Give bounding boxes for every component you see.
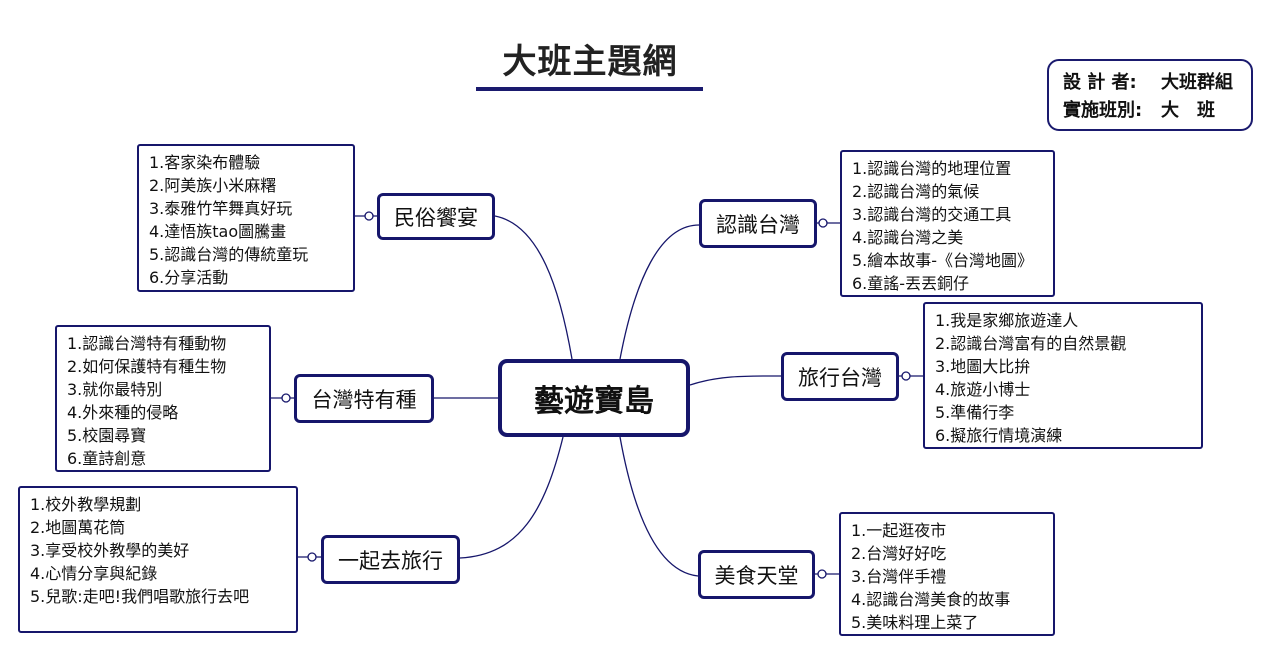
detail-item: 2.如何保護特有種生物 [67,357,227,376]
detail-item: 3.泰雅竹竿舞真好玩 [149,199,293,218]
details-travel-taiwan: 1.我是家鄉旅遊達人 2.認識台灣富有的自然景觀 3.地圖大比拚 4.旅遊小博士… [923,302,1203,449]
detail-item: 5.美味料理上菜了 [851,613,979,632]
detail-item: 4.認識台灣美食的故事 [851,590,1011,609]
detail-item: 4.旅遊小博士 [935,380,1031,399]
class-value: 大 班 [1161,100,1215,121]
detail-item: 5.兒歌:走吧!我們唱歌旅行去吧 [30,587,250,606]
detail-item: 1.認識台灣的地理位置 [852,159,1012,178]
detail-item: 4.心情分享與紀錄 [30,564,158,583]
title-underline [476,87,703,91]
details-food-paradise: 1.一起逛夜市 2.台灣好好吃 3.台灣伴手禮 4.認識台灣美食的故事 5.美味… [839,512,1055,636]
detail-item: 1.客家染布體驗 [149,153,261,172]
connector-food-paradise [619,436,699,577]
connector-dot-food-paradise [817,569,827,579]
detail-item: 2.台灣好好吃 [851,544,947,563]
page-title: 大班主題網 [502,42,678,82]
topic-travel-together: 一起去旅行 [321,535,460,584]
detail-item: 3.地圖大比拚 [935,357,1031,376]
design-info-box: 設 計 者: 大班群組 實施班別: 大 班 [1047,59,1253,131]
class-row: 實施班別: 大 班 [1063,97,1251,125]
detail-item: 3.台灣伴手禮 [851,567,947,586]
class-label: 實施班別: [1063,100,1143,121]
connector-travel-taiwan [689,375,782,386]
detail-item: 2.地圖萬花筒 [30,518,126,537]
detail-item: 2.認識台灣富有的自然景觀 [935,334,1127,353]
detail-item: 2.阿美族小米麻糬 [149,176,277,195]
connector-dot-travel-together [307,552,317,562]
topic-taiwan-endemic: 台灣特有種 [294,374,434,423]
detail-item: 3.認識台灣的交通工具 [852,205,1012,224]
detail-item: 5.校園尋寶 [67,426,147,445]
detail-item: 5.繪本故事-《台灣地圖》 [852,251,1034,270]
topic-travel-taiwan: 旅行台灣 [781,352,899,401]
connector-dot-taiwan-endemic [281,393,291,403]
detail-item: 5.認識台灣的傳統童玩 [149,245,309,264]
detail-item: 5.準備行李 [935,403,1015,422]
topic-food-paradise: 美食天堂 [698,550,815,599]
detail-item: 6.童謠-丟丟銅仔 [852,274,970,293]
center-node: 藝遊寶島 [498,359,690,437]
detail-item: 3.就你最特別 [67,380,163,399]
detail-item: 1.認識台灣特有種動物 [67,334,227,353]
details-folk-feast: 1.客家染布體驗 2.阿美族小米麻糬 3.泰雅竹竿舞真好玩 4.達悟族tao圖騰… [137,144,355,292]
detail-item: 1.我是家鄉旅遊達人 [935,311,1079,330]
detail-item: 1.校外教學規劃 [30,495,142,514]
designer-value: 大班群組 [1161,72,1233,93]
detail-item: 3.享受校外教學的美好 [30,541,190,560]
designer-label: 設 計 者: [1063,72,1137,93]
topic-know-taiwan: 認識台灣 [699,199,817,248]
detail-item: 6.分享活動 [149,268,229,287]
details-taiwan-endemic: 1.認識台灣特有種動物 2.如何保護特有種生物 3.就你最特別 4.外來種的侵略… [55,325,271,472]
detail-item: 2.認識台灣的氣候 [852,182,980,201]
connector-dot-travel-taiwan [901,371,911,381]
detail-item: 6.擬旅行情境演練 [935,426,1063,445]
detail-item: 4.認識台灣之美 [852,228,964,247]
details-know-taiwan: 1.認識台灣的地理位置 2.認識台灣的氣候 3.認識台灣的交通工具 4.認識台灣… [840,150,1055,297]
connector-travel-together [459,436,564,559]
details-travel-together: 1.校外教學規劃 2.地圖萬花筒 3.享受校外教學的美好 4.心情分享與紀錄 5… [18,486,298,633]
topic-folk-feast: 民俗饗宴 [377,193,495,240]
connector-know-taiwan [619,224,700,360]
designer-row: 設 計 者: 大班群組 [1063,69,1251,97]
detail-item: 1.一起逛夜市 [851,521,947,540]
detail-item: 4.達悟族tao圖騰畫 [149,222,287,241]
connector-dot-know-taiwan [818,218,828,228]
detail-item: 6.童詩創意 [67,449,147,468]
connector-dot-folk-feast [364,211,374,221]
connector-folk-feast [494,215,573,360]
detail-item: 4.外來種的侵略 [67,403,179,422]
